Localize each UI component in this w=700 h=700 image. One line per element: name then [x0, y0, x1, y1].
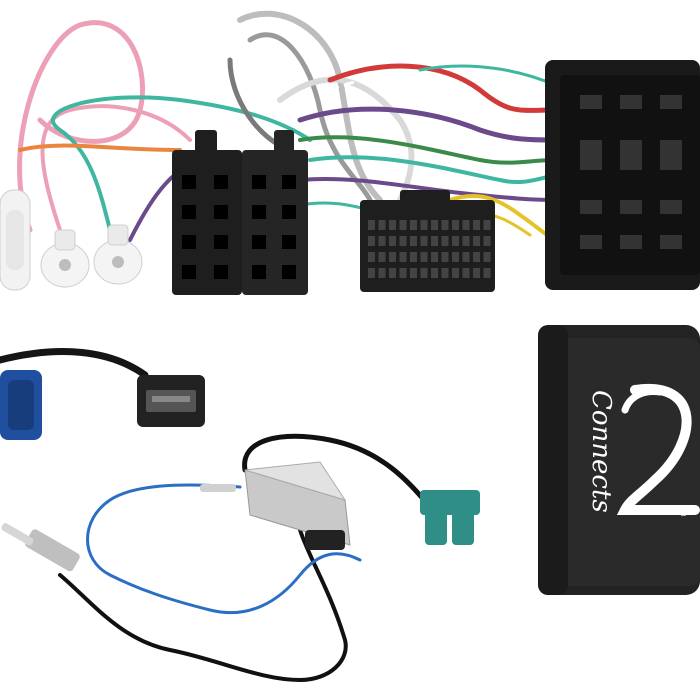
spade-terminals — [0, 189, 143, 291]
fakra-antenna-adapter — [0, 370, 42, 440]
connector-pin — [441, 268, 449, 278]
connector-pin — [441, 220, 449, 230]
connector-pin — [368, 252, 375, 262]
connector-pin — [399, 268, 407, 278]
splitter-box — [244, 461, 351, 550]
connector-pin — [378, 236, 386, 246]
wiring-harness — [0, 10, 700, 295]
connector-pin — [368, 220, 375, 230]
ground-lead — [200, 484, 236, 492]
connector-pin — [389, 252, 396, 262]
connector-pin — [483, 268, 491, 278]
connector-pin — [378, 220, 386, 230]
connector-pin — [410, 268, 417, 278]
connector-pin — [462, 252, 470, 262]
connector-pin — [473, 252, 480, 262]
connector-pin — [399, 220, 407, 230]
connector-pin — [462, 220, 470, 230]
connector-pin — [420, 220, 428, 230]
connector-pin — [462, 268, 470, 278]
usb-cable — [0, 348, 205, 440]
connector-pin — [378, 268, 386, 278]
connector-pin — [441, 236, 449, 246]
iso-power-connector — [172, 130, 242, 295]
connector-pin — [389, 236, 396, 246]
connector-pin — [483, 220, 491, 230]
connector-pin — [389, 220, 396, 230]
connector-pin — [420, 268, 428, 278]
connector-pin — [378, 252, 386, 262]
connector-pin — [473, 268, 480, 278]
connector-pin — [473, 236, 480, 246]
connector-pin — [462, 236, 470, 246]
terminal-2 — [40, 229, 90, 288]
connector-pin — [389, 268, 396, 278]
connector-pin — [410, 252, 417, 262]
connector-pin — [431, 268, 438, 278]
connector-pin — [441, 252, 449, 262]
connector-pin — [452, 252, 459, 262]
connector-pin — [483, 252, 491, 262]
vehicle-harness-connector — [545, 60, 700, 290]
din-antenna-plug — [1, 523, 80, 572]
connector-pin — [483, 236, 491, 246]
connector-pin — [473, 220, 480, 230]
connector-pin — [452, 236, 459, 246]
antenna-splitter — [1, 433, 480, 683]
brand-logo-mark — [616, 383, 700, 515]
multi-pin-harness-connector — [360, 190, 495, 292]
connector-pin — [431, 220, 438, 230]
fakra-twin-connector — [420, 490, 480, 545]
connector-pin — [420, 252, 428, 262]
terminal-3 — [93, 224, 143, 285]
connector-pin — [368, 236, 375, 246]
connector-pin — [420, 236, 428, 246]
connector-pin — [410, 220, 417, 230]
connector-pin — [399, 252, 407, 262]
usb-plug — [137, 375, 205, 427]
connector-pin — [452, 220, 459, 230]
terminal-1 — [0, 189, 31, 291]
iso-speaker-connector — [242, 130, 308, 295]
connector-pin — [399, 236, 407, 246]
connector-pin — [431, 236, 438, 246]
connector-pin — [410, 236, 417, 246]
connector-pin — [368, 268, 375, 278]
steering-interface-box — [538, 325, 700, 595]
connector-pin — [431, 252, 438, 262]
connector-pin — [452, 268, 459, 278]
